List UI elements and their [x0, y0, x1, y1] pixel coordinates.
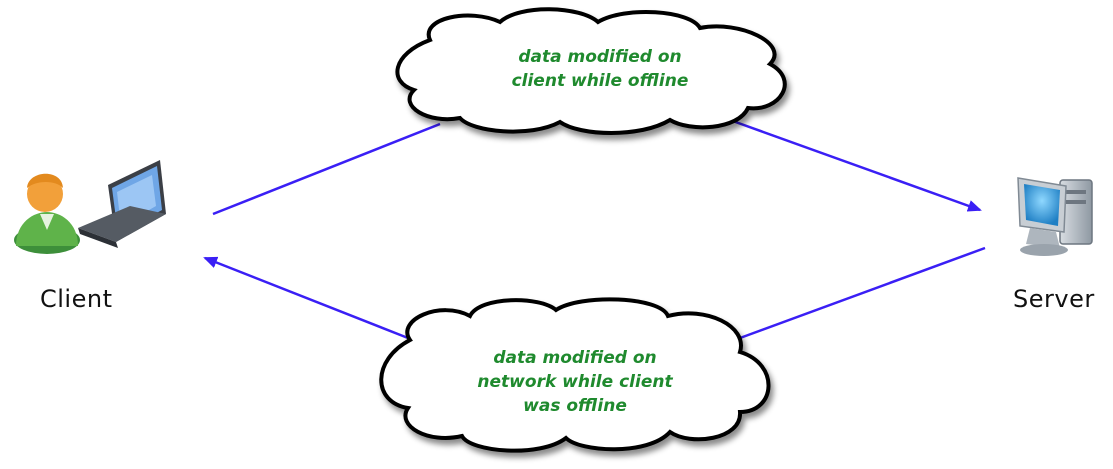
cloud-bottom-line-3: was offline [523, 396, 627, 416]
cloud-bottom-line-2: network while client [477, 372, 673, 392]
desktop-computer-icon [1017, 177, 1093, 256]
cloud-bottom-line-1: data modified on [493, 348, 657, 368]
client-label: Client [40, 285, 113, 313]
edge-server-to-cloud-bottom [739, 246, 986, 340]
cloud-top [395, 7, 787, 135]
cloud-top-text: data modified on client while offline [470, 45, 730, 93]
laptop-icon [78, 160, 166, 248]
edge-client-to-cloud-top [212, 122, 441, 216]
cloud-top-line-1: data modified on [518, 47, 682, 67]
cloud-bottom [379, 297, 771, 453]
server-label: Server [1013, 285, 1095, 313]
user-icon [14, 173, 80, 254]
edge-cloud-top-to-server [729, 118, 982, 212]
cloud-bottom-text: data modified on network while client wa… [440, 346, 710, 418]
edge-cloud-bottom-to-client [203, 256, 409, 340]
cloud-top-line-2: client while offline [511, 71, 689, 91]
